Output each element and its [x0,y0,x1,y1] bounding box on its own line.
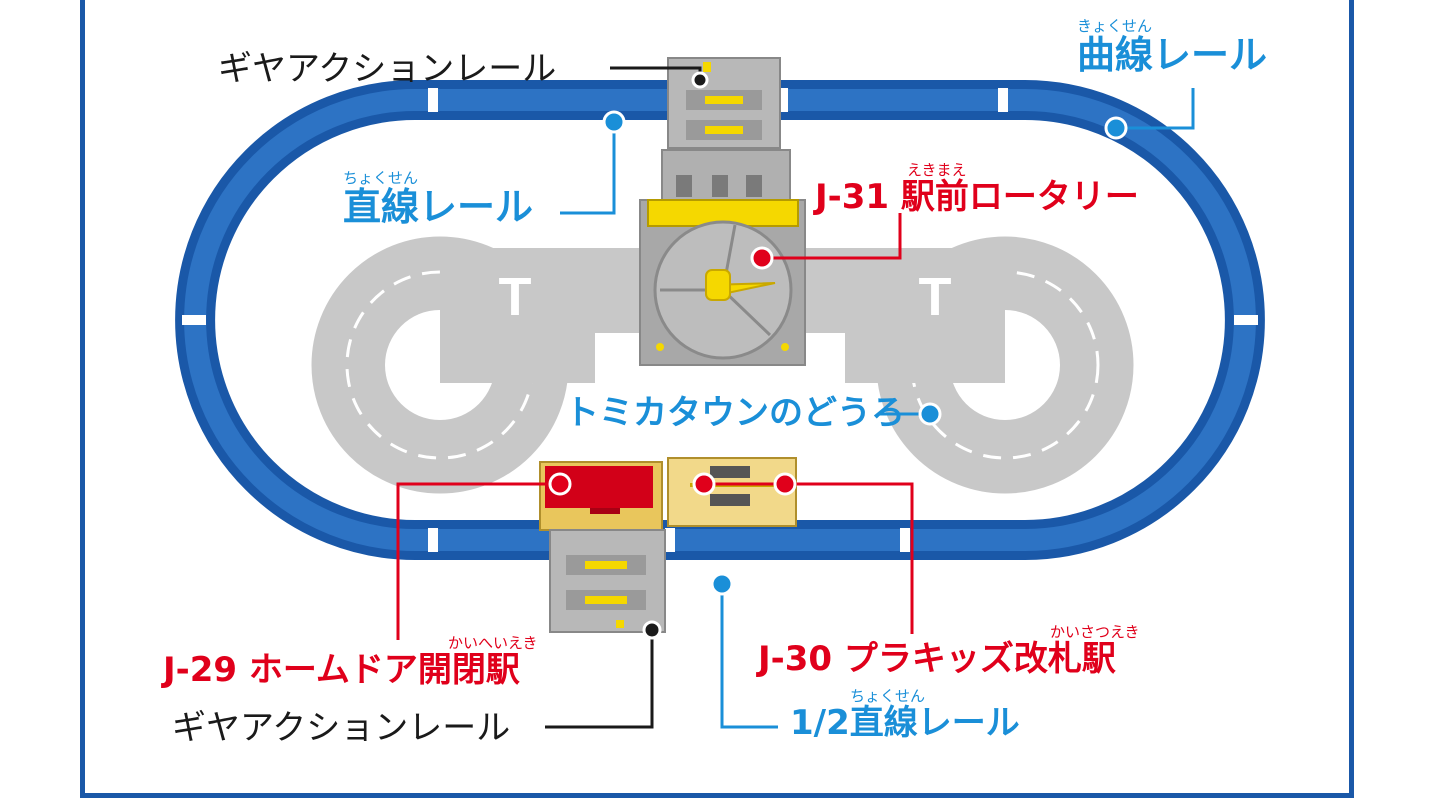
label-straight-rail: ちょくせん 直線レール [343,169,534,229]
blue-frame [80,0,1354,798]
ruby-half: ちょくせん [850,687,926,705]
label-j30: かいさつえき J-30 プラキッズ改札駅 [758,623,1140,679]
gear-action-rail-bottom [549,529,666,633]
leader-half [720,584,778,729]
svg-text:T: T [499,267,532,327]
dot-j30-right [773,472,797,496]
label-curve-rail: きょくせん 曲線レール [1077,17,1268,77]
leader-gear-bottom [545,630,654,729]
ruby-straight: ちょくせん [343,169,419,187]
label-half-straight-rail: ちょくせん 1/2直線レール [790,687,1020,743]
ruby-curve: きょくせん [1077,17,1153,35]
dot-road [918,402,942,426]
road-left: T [308,233,595,497]
svg-text:T: T [919,267,952,327]
label-j30-text: J-30 プラキッズ改札駅 [758,639,1116,679]
blue-track-loop [175,80,1265,560]
road-connector-left [590,248,640,333]
dot-straight [602,110,626,134]
label-j29: かいへいえき J-29 ホームドア開閉駅 [163,634,538,690]
ruby-j29: かいへいえき [448,634,538,652]
dot-gear-top [691,71,709,89]
leader-curve [1118,88,1195,130]
dot-j31 [750,246,774,270]
label-gear-action-rail-bottom: ギヤアクションレール [172,708,511,748]
road-right: T [845,233,1137,497]
label-j31-text: J-31 駅前ロータリー [815,177,1139,217]
ruby-j30: かいさつえき [1050,623,1140,641]
station-homedoor-j29 [539,461,663,531]
leader-j31 [762,213,902,260]
dot-j29 [548,472,572,496]
dot-curve [1104,116,1128,140]
label-half-text: 1/2直線レール [790,703,1020,743]
dot-gear-bottom [642,620,662,640]
leader-j29 [396,482,560,640]
dot-half [710,572,734,596]
label-j31: えきまえ J-31 駅前ロータリー [815,161,1139,217]
road-connector-right [800,248,850,333]
label-curve-text: 曲線レール [1077,33,1268,77]
label-road: トミカタウンのどうろ [565,393,905,433]
label-j29-text: J-29 ホームドア開閉駅 [163,650,520,690]
leader-straight [560,124,616,215]
dot-j30-left [692,472,716,496]
gear-action-rail-top [667,57,781,149]
ruby-j31: えきまえ [907,161,967,179]
label-straight-text: 直線レール [343,185,534,229]
label-gear-action-rail-top: ギヤアクションレール [218,49,557,89]
leader-j30 [785,482,914,634]
